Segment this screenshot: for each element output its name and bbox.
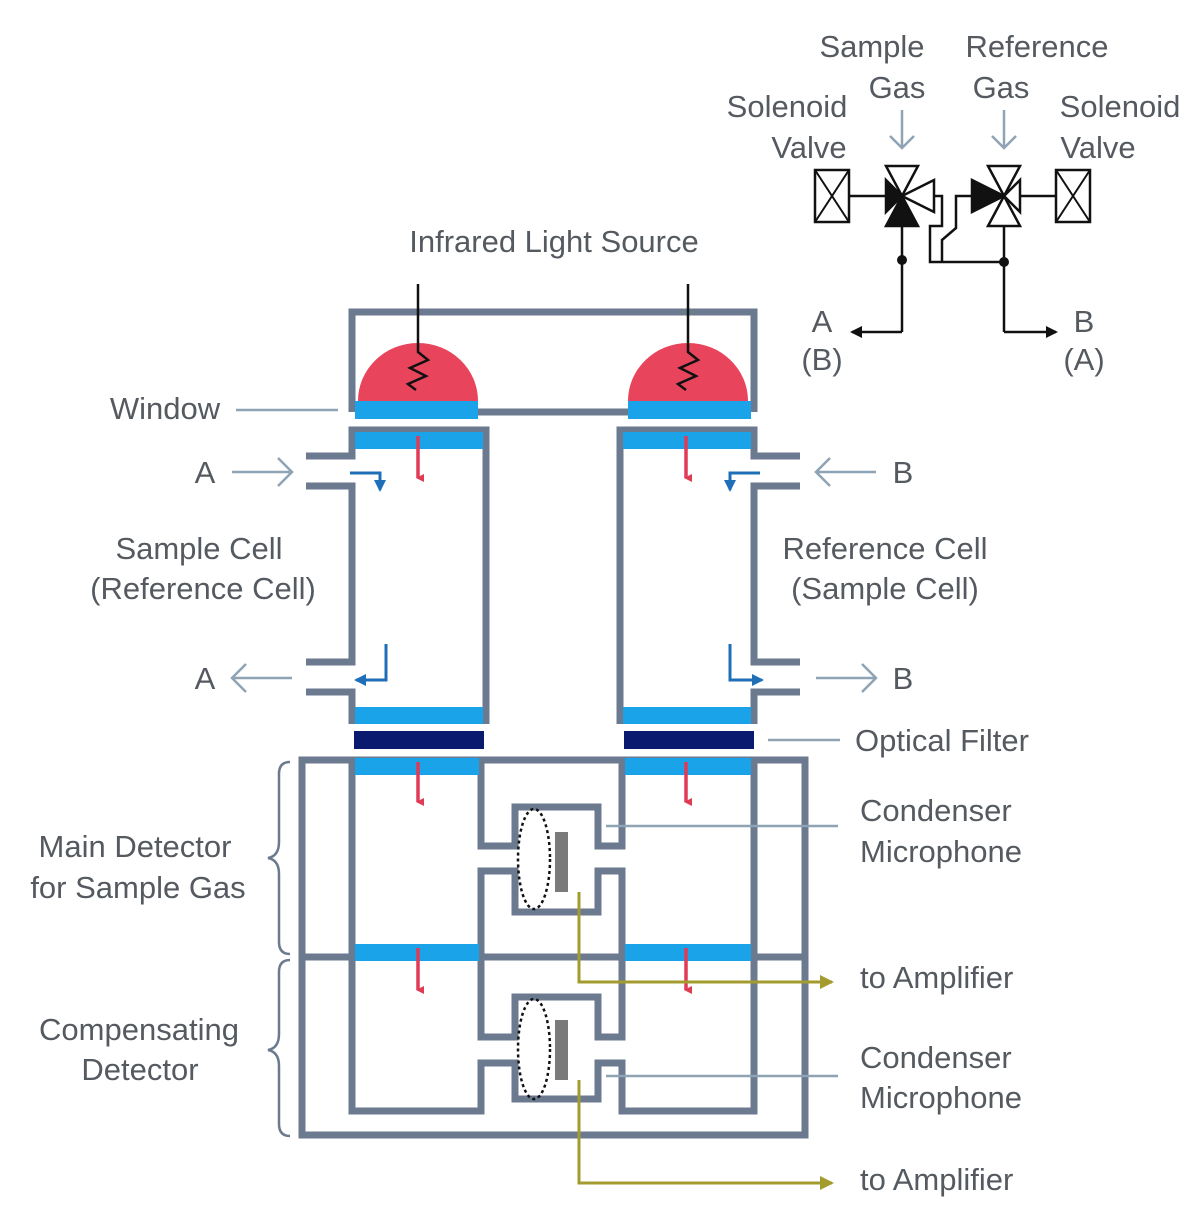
port-arrows bbox=[230, 457, 878, 693]
amplifier-line bbox=[577, 1080, 834, 1190]
label-condenser-microphone: Condenser bbox=[860, 1040, 1012, 1075]
label-reference-gas: Reference bbox=[965, 29, 1108, 64]
microphone-membrane bbox=[516, 997, 552, 1101]
label-sample-cell-alt: (Reference Cell) bbox=[90, 571, 316, 606]
label-window: Window bbox=[110, 391, 221, 426]
label-outlet-b: B bbox=[1074, 304, 1095, 339]
label-port-a-in: A bbox=[195, 455, 216, 490]
label-outlet-b-alt: (A) bbox=[1063, 342, 1104, 377]
valve-schematic bbox=[813, 110, 1092, 338]
flow-arrow bbox=[354, 644, 388, 686]
sample-cell bbox=[306, 426, 490, 724]
label-sample-gas: Sample bbox=[819, 29, 924, 64]
label-reference-cell: Reference Cell bbox=[782, 531, 987, 566]
filament-left bbox=[405, 284, 431, 391]
detector-block bbox=[298, 756, 809, 1139]
brace-compensating-detector bbox=[267, 958, 291, 1138]
label-solenoid-valve: Solenoid bbox=[1060, 89, 1181, 124]
label-sample-cell: Sample Cell bbox=[115, 531, 282, 566]
solenoid-valve-icon bbox=[813, 168, 851, 224]
three-way-valve-icon bbox=[970, 164, 1023, 228]
cell-window-left-bottom bbox=[355, 707, 483, 724]
label-reference-cell-alt: (Sample Cell) bbox=[791, 571, 979, 606]
microphone-plate bbox=[555, 1020, 568, 1080]
optical-filter-left bbox=[354, 731, 484, 749]
microphone-plate bbox=[555, 832, 568, 892]
label-outlet-a-alt: (B) bbox=[801, 342, 842, 377]
flow-arrow bbox=[724, 471, 760, 492]
source-window-right bbox=[628, 401, 751, 419]
label-condenser-microphone: Condenser bbox=[860, 793, 1012, 828]
label-condenser-microphone: Microphone bbox=[860, 834, 1022, 869]
label-optical-filter: Optical Filter bbox=[855, 723, 1029, 758]
filament-right bbox=[675, 284, 701, 391]
label-reference-gas: Gas bbox=[973, 70, 1030, 105]
cell-window-right-bottom bbox=[623, 707, 751, 724]
source-window-left bbox=[355, 401, 478, 419]
label-port-b-in: B bbox=[893, 455, 914, 490]
label-compensating-detector: Detector bbox=[81, 1052, 198, 1087]
microphone-membrane bbox=[516, 807, 552, 911]
label-to-amplifier: to Amplifier bbox=[860, 960, 1013, 995]
label-solenoid-valve: Valve bbox=[771, 130, 846, 165]
label-infrared-light-source: Infrared Light Source bbox=[409, 224, 699, 259]
detector-window-right bbox=[625, 944, 751, 961]
label-sample-gas: Gas bbox=[869, 70, 926, 105]
brace-main-detector bbox=[267, 760, 291, 956]
amplifier-line bbox=[577, 892, 834, 989]
label-port-a-out: A bbox=[195, 661, 216, 696]
label-main-detector: Main Detector bbox=[39, 829, 232, 864]
label-outlet-a: A bbox=[812, 304, 833, 339]
solenoid-valve-icon bbox=[1054, 168, 1092, 224]
label-solenoid-valve: Solenoid bbox=[727, 89, 848, 124]
reference-cell bbox=[616, 426, 800, 724]
label-main-detector: for Sample Gas bbox=[30, 870, 245, 905]
light-source-housing bbox=[348, 284, 758, 419]
optical-filter-right bbox=[624, 731, 754, 749]
flow-arrow bbox=[728, 644, 764, 686]
flow-arrow bbox=[350, 471, 386, 492]
label-solenoid-valve: Valve bbox=[1060, 130, 1135, 165]
label-to-amplifier: to Amplifier bbox=[860, 1162, 1013, 1197]
label-condenser-microphone: Microphone bbox=[860, 1080, 1022, 1115]
label-port-b-out: B bbox=[893, 661, 914, 696]
three-way-valve-icon bbox=[883, 164, 936, 228]
detector-window-right bbox=[625, 758, 751, 775]
label-compensating-detector: Compensating bbox=[39, 1012, 239, 1047]
